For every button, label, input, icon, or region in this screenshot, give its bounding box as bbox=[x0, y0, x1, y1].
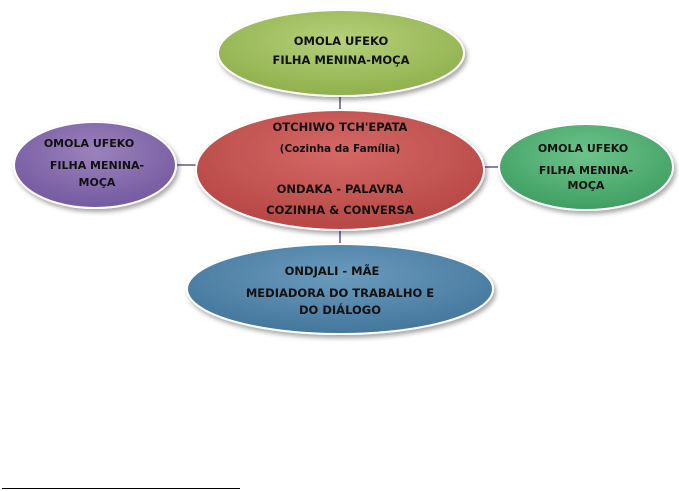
node-bottom-line-3: DO DIÁLOGO bbox=[299, 302, 381, 317]
node-center: OTCHIWO TCH'EPATA (Cozinha da Família) O… bbox=[196, 110, 484, 230]
node-bottom: ONDJALI - MÃE MEDIADORA DO TRABALHO E DO… bbox=[187, 244, 493, 334]
node-left-line-3: MOÇA bbox=[79, 176, 116, 189]
footnote-separator bbox=[2, 488, 240, 489]
node-bottom-line-1: ONDJALI - MÃE bbox=[285, 263, 380, 278]
node-right-line-3: MOÇA bbox=[568, 179, 605, 192]
node-left-line-2: FILHA MENINA- bbox=[50, 159, 144, 172]
node-top: OMOLA UFEKO FILHA MENINA-MOÇA bbox=[218, 10, 464, 96]
node-center-line-3: ONDAKA - PALAVRA bbox=[277, 182, 404, 196]
node-center-line-2: (Cozinha da Família) bbox=[280, 143, 401, 155]
node-top-line-1: OMOLA UFEKO bbox=[294, 34, 389, 48]
node-left-line-1: OMOLA UFEKO bbox=[44, 137, 134, 150]
node-center-line-4: COZINHA & CONVERSA bbox=[266, 203, 414, 217]
node-right-line-1: OMOLA UFEKO bbox=[538, 142, 628, 155]
node-bottom-line-2: MEDIADORA DO TRABALHO E bbox=[246, 286, 434, 300]
node-top-line-2: FILHA MENINA-MOÇA bbox=[272, 53, 409, 67]
node-right: OMOLA UFEKO FILHA MENINA- MOÇA bbox=[499, 124, 673, 210]
node-right-line-2: FILHA MENINA- bbox=[539, 164, 633, 177]
node-left: OMOLA UFEKO FILHA MENINA- MOÇA bbox=[14, 122, 176, 208]
node-center-line-1: OTCHIWO TCH'EPATA bbox=[273, 120, 408, 134]
